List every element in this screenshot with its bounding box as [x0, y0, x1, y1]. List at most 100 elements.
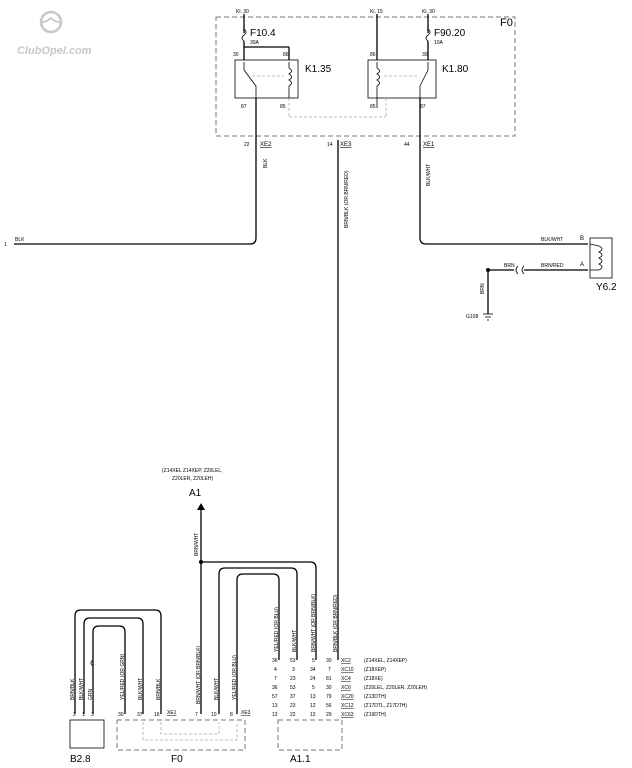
- relay2-pin-87: 87: [420, 104, 426, 110]
- relay2-pin-85: 85: [370, 104, 376, 110]
- a11-r1-conn: XC2: [341, 658, 351, 664]
- a11-r1-c3: 5: [312, 658, 315, 664]
- relay1-pin-87: 87: [241, 104, 247, 110]
- a11-r6-c4: 56: [326, 703, 332, 709]
- a11-r4-c1: 36: [272, 685, 278, 691]
- f0b-pin-16: 16: [154, 712, 160, 718]
- a11-r3-conn: XC4: [341, 676, 351, 682]
- f0b-pin-8: 8: [230, 712, 233, 718]
- a11-r3-c4: 81: [326, 676, 332, 682]
- relay1-pin-86: 86: [283, 52, 289, 58]
- fuse1-name: F10.4: [250, 28, 276, 39]
- wire-blkwht: [419, 138, 588, 245]
- a11-r2-c3: 34: [310, 667, 316, 673]
- relay1-pin-85: 85: [280, 104, 286, 110]
- relay2-name: K1.80: [442, 64, 469, 75]
- fuse2-name: F90.20: [434, 28, 466, 39]
- conn-pin-22: 22: [244, 142, 250, 148]
- a11-r5-c2: 37: [290, 694, 296, 700]
- a11-r5-c1: 57: [272, 694, 278, 700]
- fuse2-symbol: [425, 28, 431, 42]
- a11-wire3-label: BRN/WHT (OR BRN/BLK): [311, 593, 317, 652]
- f0b-outline: [116, 719, 246, 751]
- wire-blk: [14, 138, 257, 245]
- a11-name: A1.1: [290, 754, 311, 765]
- f0b-pin-7: 7: [195, 712, 198, 718]
- fuse1-rating: 30A: [250, 40, 260, 46]
- f0-wire3-label: BRN/BLK: [156, 678, 162, 700]
- a11-r4-c3: 5: [312, 685, 315, 691]
- a11-r7-c2: 22: [290, 712, 296, 718]
- b28-wire1-label: BRN/BLK: [70, 678, 76, 700]
- left-blk-label: BLK: [15, 237, 25, 243]
- b28-pin-1: 1: [82, 712, 85, 718]
- a1-name: A1: [189, 488, 202, 499]
- a1-arrow-icon: [197, 503, 205, 510]
- a11-wire2-label: BLK/WHT: [292, 630, 298, 652]
- module-a11: A1.1: [277, 719, 343, 765]
- relay-k180: 86 30 85 87 K1.80: [367, 52, 469, 110]
- brnred-label: BRN/RED: [541, 263, 564, 269]
- fuse2-rating: 10A: [434, 40, 444, 46]
- a11-r4-model: (Z20LEL, Z20LER, Z20LEH): [364, 685, 427, 691]
- blkwht-h-label: BLK/WHT: [541, 237, 563, 243]
- a11-r2-c2: 3: [292, 667, 295, 673]
- fuse1-supply: Kl. 30: [236, 9, 249, 15]
- ground-icon: [483, 313, 493, 321]
- fuse1-symbol: [241, 28, 247, 42]
- relay2-pin-86: 86: [370, 52, 376, 58]
- conn-xe3: XE3: [340, 142, 352, 148]
- a11-wire4-label: BRN/BLK (OR BRN/RED): [333, 594, 339, 652]
- brn-v-label: BRN: [480, 283, 486, 294]
- a11-r1-model: (Z14XEL, Z14XEP): [364, 658, 407, 664]
- conn-pin-44: 44: [404, 142, 410, 148]
- relay2-pin-30: 30: [422, 52, 428, 58]
- a11-r6-model: (Z17DTL, Z17DTH): [364, 703, 407, 709]
- a11-r6-c2: 23: [290, 703, 296, 709]
- valve-pin-b: B: [580, 236, 584, 242]
- b28-pin-3: 3: [91, 712, 94, 718]
- f0b-name: F0: [171, 754, 183, 765]
- a11-r7-model: (Z19DTH): [364, 712, 387, 718]
- logo-text: ClubOpel.com: [17, 45, 92, 57]
- wire-brnblk-label: BRN/BLK (OR BRN/RED): [344, 170, 350, 228]
- a11-table: 36 53 5 30 XC2 (Z14XEL, Z14XEP) 4 3 34 7…: [272, 658, 427, 718]
- conn-xe1: XE1: [423, 142, 435, 148]
- left-pin-1: 1: [4, 242, 7, 248]
- a11-wire1-label: YEL/RED (OR BLU): [274, 607, 280, 652]
- a11-r6-c1: 13: [272, 703, 278, 709]
- f0-wire4-label: BRN/WHT (OR BRN/BLK): [196, 645, 202, 704]
- fusebox-bottom: 30 37 16 XE1 7 10 8 XE3 F0: [116, 710, 251, 765]
- valve-name: Y6.2: [596, 282, 617, 293]
- relay1-name: K1.35: [305, 64, 332, 75]
- splice-b28-icon: [90, 659, 94, 667]
- clubopel-logo: ClubOpel.com: [17, 10, 92, 57]
- sensor-b28: 2 1 3 B2.8: [69, 712, 105, 765]
- f0b-pin-30: 30: [118, 712, 124, 718]
- fusebox-label: F0: [500, 17, 513, 29]
- f0b-conn-xe1: XE1: [167, 710, 177, 716]
- a11-r1-c1: 36: [272, 658, 278, 664]
- a11-r4-conn: XC6: [341, 685, 351, 691]
- brn-h-label: BRN: [504, 263, 515, 269]
- b28-wire2-label: BLK/WHT: [79, 678, 85, 700]
- b28-name: B2.8: [70, 754, 91, 765]
- a11-r3-c2: 23: [290, 676, 296, 682]
- fusebox-outline: [215, 16, 516, 137]
- relay-k135: 30 86 87 85 K1.35: [233, 52, 332, 110]
- relay1-pin-30: 30: [233, 52, 239, 58]
- a11-r7-c1: 13: [272, 712, 278, 718]
- a11-r5-c4: 79: [326, 694, 332, 700]
- conn-pin-14: 14: [327, 142, 333, 148]
- a11-r7-c3: 12: [310, 712, 316, 718]
- a11-r6-conn: XC12: [341, 703, 354, 709]
- a11-r7-conn: XC63: [341, 712, 354, 718]
- f0-wire2-label: BLK/WHT: [138, 678, 144, 700]
- a1-models-line2: Z20LER, Z20LEH): [172, 476, 213, 482]
- a1-models-line1: (Z14XEL Z14XEP, Z20LEL,: [162, 468, 223, 474]
- a11-r3-c1: 7: [274, 676, 277, 682]
- a11-r4-c4: 30: [326, 685, 332, 691]
- f0b-pin-37: 37: [137, 712, 143, 718]
- a11-r3-c3: 24: [310, 676, 316, 682]
